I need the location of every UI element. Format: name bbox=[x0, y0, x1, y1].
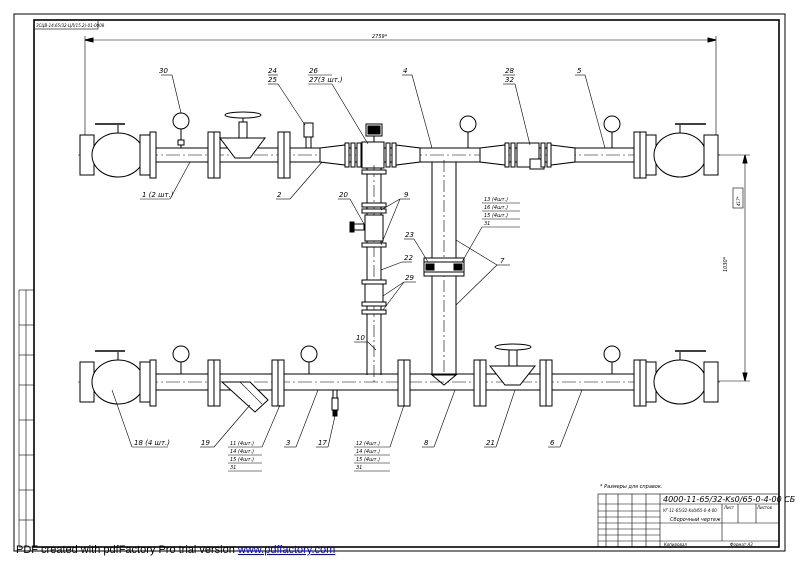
footnote: * Размеры для справок. bbox=[600, 484, 663, 490]
pos-2: 2 bbox=[277, 191, 282, 199]
dim-right-label2: 417* bbox=[736, 196, 741, 206]
pos-6: 6 bbox=[550, 439, 555, 447]
outer-frame bbox=[13, 13, 786, 552]
pos-16: 16 (4шт.) bbox=[484, 205, 508, 211]
ball-valve-top-right bbox=[645, 123, 719, 178]
pos-14a: 14 (4шт.) bbox=[230, 449, 254, 455]
pos-4: 4 bbox=[403, 67, 407, 75]
bottom-header bbox=[78, 343, 720, 417]
dim-top: 2759* bbox=[84, 34, 717, 135]
drawing-frame bbox=[33, 19, 780, 548]
dim-right: 1030* 417* bbox=[702, 154, 750, 382]
ball-valve-bottom-right bbox=[645, 350, 719, 405]
pdf-footer: PDF created with pdfFactory Pro trial ve… bbox=[16, 544, 335, 556]
pos-31a: 31 bbox=[484, 221, 490, 227]
corner-code: ЗСЦВ-14.65/32-ЦЛ(15.2)-01-0008 bbox=[36, 23, 105, 28]
pos-5: 5 bbox=[577, 67, 582, 75]
pos-1: 1 (2 шт.) bbox=[142, 191, 174, 199]
pressure-gauge-icon bbox=[300, 345, 318, 374]
pos-21: 21 bbox=[486, 439, 495, 447]
title-block: 4000-11-65/32-Ks0/65-0-4-00 СБ УГ-11-65/… bbox=[597, 493, 796, 548]
copied-label: Копировал bbox=[664, 542, 687, 547]
ball-valve-top-left bbox=[79, 123, 151, 178]
pos-32: 32 bbox=[505, 76, 514, 84]
gate-valve-icon bbox=[488, 343, 537, 386]
pos-19: 19 bbox=[201, 439, 210, 447]
pressure-gauge-icon bbox=[172, 345, 190, 374]
ball-valve-bottom-left bbox=[79, 350, 151, 405]
sheet-label: Лист bbox=[723, 505, 735, 510]
dim-top-label: 2759* bbox=[372, 34, 388, 40]
pos-29: 29 bbox=[405, 274, 414, 282]
top-header bbox=[78, 111, 720, 179]
format-label: Формат А3 bbox=[730, 542, 753, 547]
pos-15a: 15 (4шт.) bbox=[484, 213, 508, 219]
sheets-label: Листов bbox=[756, 505, 773, 510]
strainer-icon bbox=[220, 381, 269, 413]
pos-13: 13 (4шт.) bbox=[484, 197, 508, 203]
pos-25: 25 bbox=[268, 76, 277, 84]
pos-10: 10 bbox=[356, 334, 365, 342]
pos-28: 28 bbox=[505, 67, 514, 75]
pos-26: 26 bbox=[309, 67, 318, 75]
pos-22: 22 bbox=[404, 254, 413, 262]
pos-31c: 31 bbox=[356, 465, 362, 471]
tee-fitting bbox=[361, 123, 385, 169]
corner-stamp: ЗСЦВ-14.65/32-ЦЛ(15.2)-01-0008 bbox=[33, 19, 105, 30]
pos-11: 11 (4шт.) bbox=[230, 441, 254, 447]
pressure-gauge-icon bbox=[172, 112, 190, 148]
title-subdesignation: УГ-11-65/32-Ks0/65-0-4-00 bbox=[663, 508, 717, 513]
pos-8: 8 bbox=[424, 439, 429, 447]
pos-7: 7 bbox=[500, 257, 505, 265]
pressure-gauge-icon bbox=[459, 115, 477, 148]
pos-20: 20 bbox=[339, 191, 348, 199]
gate-valve-icon bbox=[219, 111, 266, 159]
pos-31b: 31 bbox=[230, 465, 236, 471]
pos-15c: 15 (4шт.) bbox=[356, 457, 380, 463]
pressure-gauge-icon bbox=[603, 345, 621, 374]
pressure-gauge-icon bbox=[603, 115, 621, 148]
pos-23: 23 bbox=[405, 231, 414, 239]
air-vent-icon bbox=[303, 122, 314, 149]
pos-14b: 14 (4шт.) bbox=[356, 449, 380, 455]
title-name: Сборочный чертеж bbox=[670, 517, 721, 523]
pos-24: 24 bbox=[268, 67, 277, 75]
right-riser bbox=[423, 160, 465, 386]
pos-15b: 15 (4шт.) bbox=[230, 457, 254, 463]
left-riser bbox=[349, 165, 387, 385]
position-labels: 30 24 25 26 27(3 шт.) 4 28 32 5 1 (2 шт.… bbox=[111, 67, 606, 472]
pos-18: 18 (4 шт.) bbox=[134, 439, 170, 447]
pos-17: 17 bbox=[318, 439, 327, 447]
dim-right-label: 1030* bbox=[723, 256, 729, 272]
pos-12: 12 (4шт.) bbox=[356, 441, 380, 447]
drain-valve-icon bbox=[331, 389, 339, 417]
title-designation: 4000-11-65/32-Ks0/65-0-4-00 СБ bbox=[663, 495, 796, 504]
pos-30: 30 bbox=[159, 67, 168, 75]
pos-9: 9 bbox=[404, 191, 409, 199]
footer-text: PDF created with pdfFactory Pro trial ve… bbox=[16, 544, 238, 556]
pos-27: 27(3 шт.) bbox=[309, 76, 343, 84]
left-stamp bbox=[18, 289, 35, 548]
pdffactory-link[interactable]: www.pdffactory.com bbox=[237, 544, 336, 556]
pos-3: 3 bbox=[286, 439, 290, 447]
